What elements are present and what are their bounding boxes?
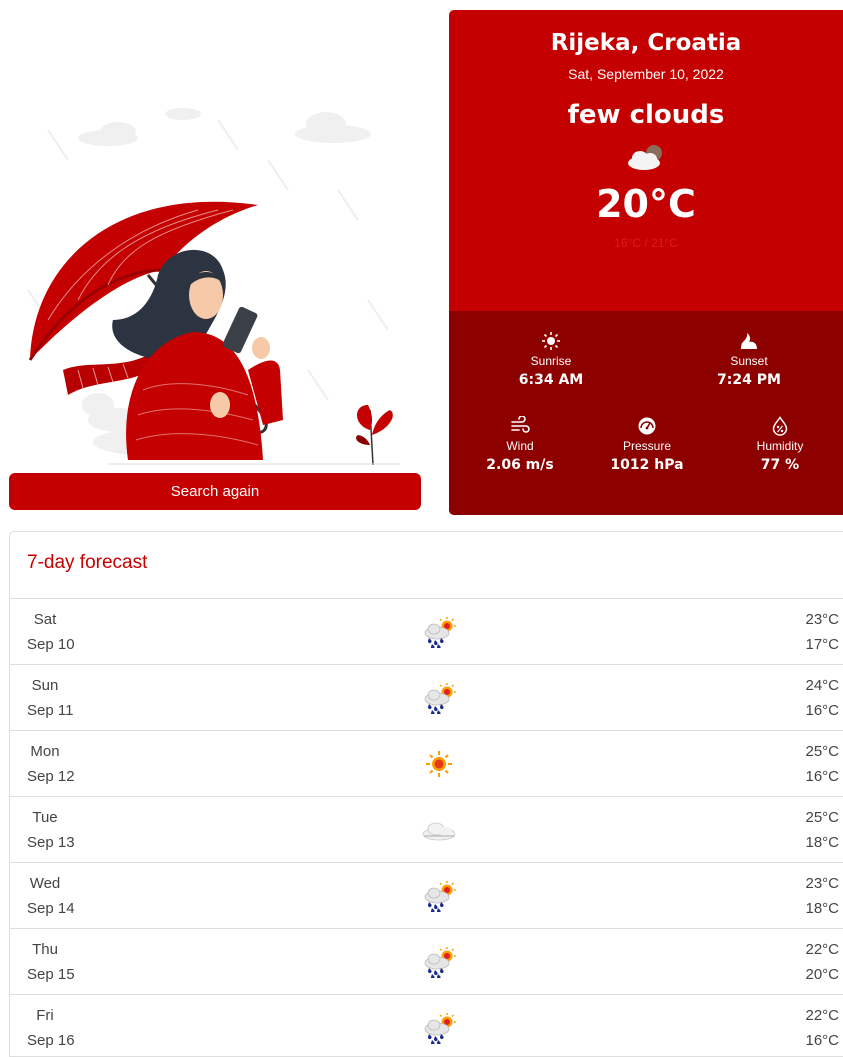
- rain-sun-icon: [420, 616, 458, 648]
- forecast-max-temp: 23°C: [805, 875, 839, 892]
- rain-sun-icon: [420, 682, 458, 714]
- forecast-max-temp: 25°C: [805, 809, 839, 826]
- forecast-date: Sep 12: [27, 768, 75, 785]
- humidity-icon: [772, 416, 788, 436]
- rain-sun-icon: [420, 946, 458, 978]
- forecast-min-temp: 16°C: [805, 702, 839, 719]
- wind-icon: [511, 416, 530, 433]
- pressure-value: 1012 hPa: [610, 457, 684, 473]
- sunset-value: 7:24 PM: [717, 372, 781, 388]
- current-temperature: 20°C: [596, 182, 696, 226]
- pressure-stat: Pressure 1012 hPa: [592, 416, 702, 473]
- forecast-date: Sep 14: [27, 900, 75, 917]
- current-weather-summary: Rijeka, Croatia Sat, September 10, 2022 …: [449, 10, 843, 311]
- wind-value: 2.06 m/s: [486, 457, 554, 473]
- humidity-label: Humidity: [756, 439, 804, 453]
- forecast-day: Thu: [32, 941, 58, 958]
- sun-icon: [542, 332, 560, 350]
- sunset-icon: [741, 333, 757, 349]
- humidity-stat: Humidity 77 %: [725, 416, 835, 473]
- gauge-icon: [638, 417, 656, 435]
- weather-details: Sunrise 6:34 AM Sunset 7:24 PM Wind 2.06…: [449, 311, 843, 515]
- city-name: Rijeka, Croatia: [550, 30, 742, 56]
- search-again-button[interactable]: Search again: [9, 473, 421, 510]
- forecast-date: Sep 13: [27, 834, 75, 851]
- forecast-header: 7-day forecast: [10, 532, 843, 599]
- forecast-date: Sep 10: [27, 636, 75, 653]
- rain-sun-icon: [420, 1012, 458, 1044]
- forecast-date: Sep 11: [27, 702, 74, 719]
- forecast-day: Mon: [30, 743, 60, 760]
- humidity-value: 77 %: [760, 457, 800, 473]
- cloud-icon: [420, 814, 458, 846]
- sunset-stat: Sunset 7:24 PM: [694, 331, 804, 388]
- current-weather-card: Rijeka, Croatia Sat, September 10, 2022 …: [449, 10, 843, 515]
- forecast-max-temp: 22°C: [805, 941, 839, 958]
- weather-description: few clouds: [567, 100, 725, 130]
- temperature-range: 16°C / 21°C: [614, 236, 678, 250]
- forecast-max-temp: 22°C: [805, 1007, 839, 1024]
- few-clouds-icon: [628, 145, 662, 170]
- forecast-min-temp: 16°C: [805, 768, 839, 785]
- forecast-day: Fri: [36, 1007, 54, 1024]
- sunrise-value: 6:34 AM: [518, 372, 584, 388]
- sun-icon: [420, 748, 458, 780]
- umbrella-woman-illustration: [8, 70, 420, 470]
- pressure-label: Pressure: [622, 439, 672, 453]
- forecast-min-temp: 16°C: [805, 1032, 839, 1049]
- rain-sun-icon: [420, 880, 458, 912]
- forecast-day: Sat: [33, 611, 57, 628]
- forecast-date: Sep 15: [27, 966, 75, 983]
- forecast-max-temp: 25°C: [805, 743, 839, 760]
- forecast-title: 7-day forecast: [27, 552, 148, 573]
- forecast-day: Sun: [31, 677, 59, 694]
- forecast-max-temp: 24°C: [805, 677, 839, 694]
- current-date: Sat, September 10, 2022: [568, 66, 724, 82]
- sunrise-stat: Sunrise 6:34 AM: [496, 331, 606, 388]
- forecast-day: Tue: [32, 809, 58, 826]
- sunrise-label: Sunrise: [530, 354, 572, 368]
- forecast-date: Sep 16: [27, 1032, 75, 1049]
- forecast-min-temp: 18°C: [805, 834, 839, 851]
- forecast-min-temp: 18°C: [805, 900, 839, 917]
- forecast-day: Wed: [29, 875, 61, 892]
- forecast-max-temp: 23°C: [805, 611, 839, 628]
- wind-label: Wind: [506, 439, 534, 453]
- sunset-label: Sunset: [730, 354, 768, 368]
- forecast-min-temp: 20°C: [805, 966, 839, 983]
- forecast-min-temp: 17°C: [805, 636, 839, 653]
- wind-stat: Wind 2.06 m/s: [465, 416, 575, 473]
